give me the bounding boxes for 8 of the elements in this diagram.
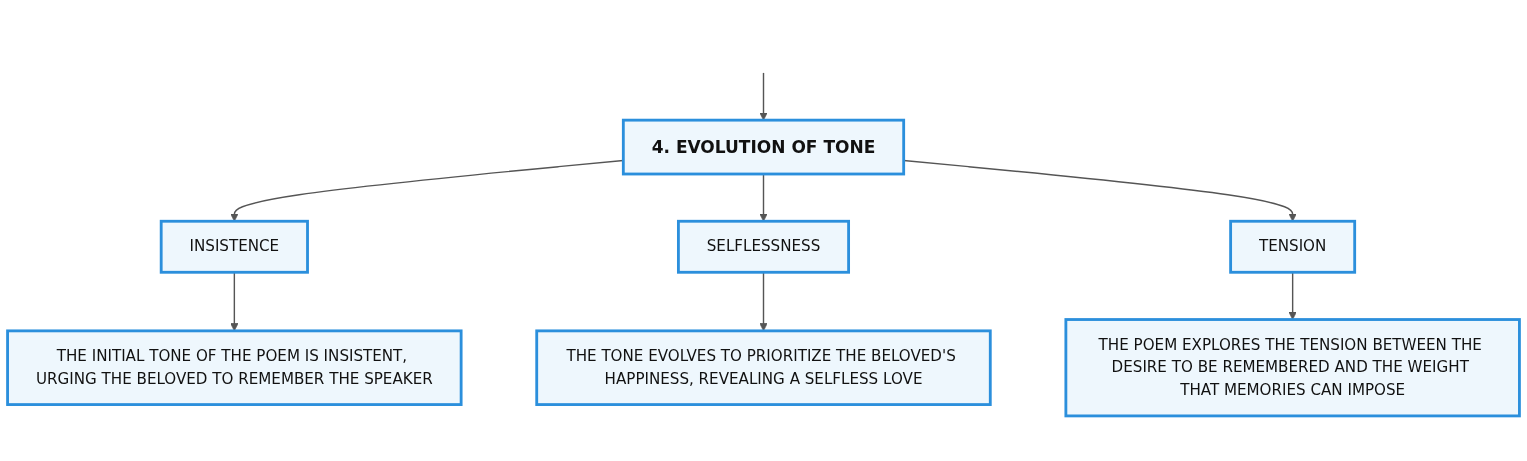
- node-box: THE POEM EXPLORES THE TENSION BETWEEN THE DESIRE TO BE REMEMBERED AND THE WEIGHT THAT MEMORIES CAN IMPOSE: [1064, 318, 1521, 418]
- node-box: THE TONE EVOLVES TO PRIORITIZE THE BELOVED'S HAPPINESS, REVEALING A SELFLESS LOVE: [535, 329, 992, 407]
- node-box: SELFLESSNESS: [677, 220, 850, 274]
- node-box: TENSION: [1229, 220, 1357, 274]
- node-box: THE INITIAL TONE OF THE POEM IS INSISTENT, URGING THE BELOVED TO REMEMBER THE SPEAKER: [6, 329, 463, 407]
- node-box: 4. EVOLUTION OF TONE: [621, 119, 906, 176]
- node-box: INSISTENCE: [159, 220, 309, 274]
- arrow: [759, 72, 768, 121]
